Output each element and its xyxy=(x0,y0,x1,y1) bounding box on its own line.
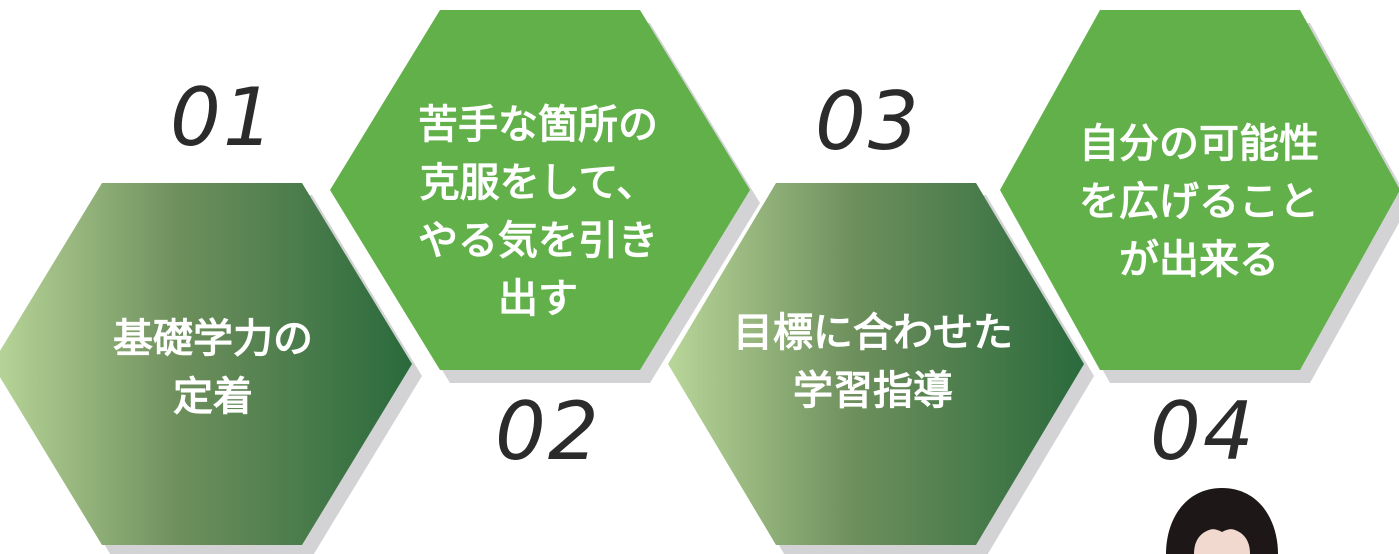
step-number-1: 01 xyxy=(170,71,276,164)
hex-2-label-line: 苦手な箇所の xyxy=(418,102,658,148)
hex-1-label-line: 基礎学力の xyxy=(113,316,313,362)
hex-1-label: 基礎学力の 定着 xyxy=(113,310,313,426)
hex-3 xyxy=(668,183,1084,545)
hex-2-label-line: 出す xyxy=(498,276,578,322)
hex-3-label: 目標に合わせた 学習指導 xyxy=(733,304,1013,420)
hex-1-label-line: 定着 xyxy=(173,374,253,420)
hex-4 xyxy=(1000,10,1399,370)
step-number-3: 03 xyxy=(815,75,921,168)
hex-2-label: 苦手な箇所の 克服をして、 やる気を引き 出す xyxy=(418,96,658,328)
hex-4-label-line: を広げること xyxy=(1079,179,1319,225)
hex-4-label-line: が出来る xyxy=(1119,237,1279,283)
hex-4-label-line: 自分の可能性 xyxy=(1079,121,1319,167)
person-bangs xyxy=(1190,519,1254,540)
step-number-4: 04 xyxy=(1150,385,1256,478)
hex-1 xyxy=(0,183,412,545)
hex-2-label-line: やる気を引き xyxy=(418,218,658,264)
step-number-2: 02 xyxy=(495,385,601,478)
person-photo xyxy=(1166,488,1278,554)
hex-3-label-line: 学習指導 xyxy=(793,368,953,414)
hex-2-label-line: 克服をして、 xyxy=(419,160,657,206)
hex-4-label: 自分の可能性 を広げること が出来る xyxy=(1079,115,1319,289)
hex-2 xyxy=(330,10,750,370)
person-face xyxy=(1194,528,1250,554)
hex-3-label-line: 目標に合わせた xyxy=(733,310,1013,356)
